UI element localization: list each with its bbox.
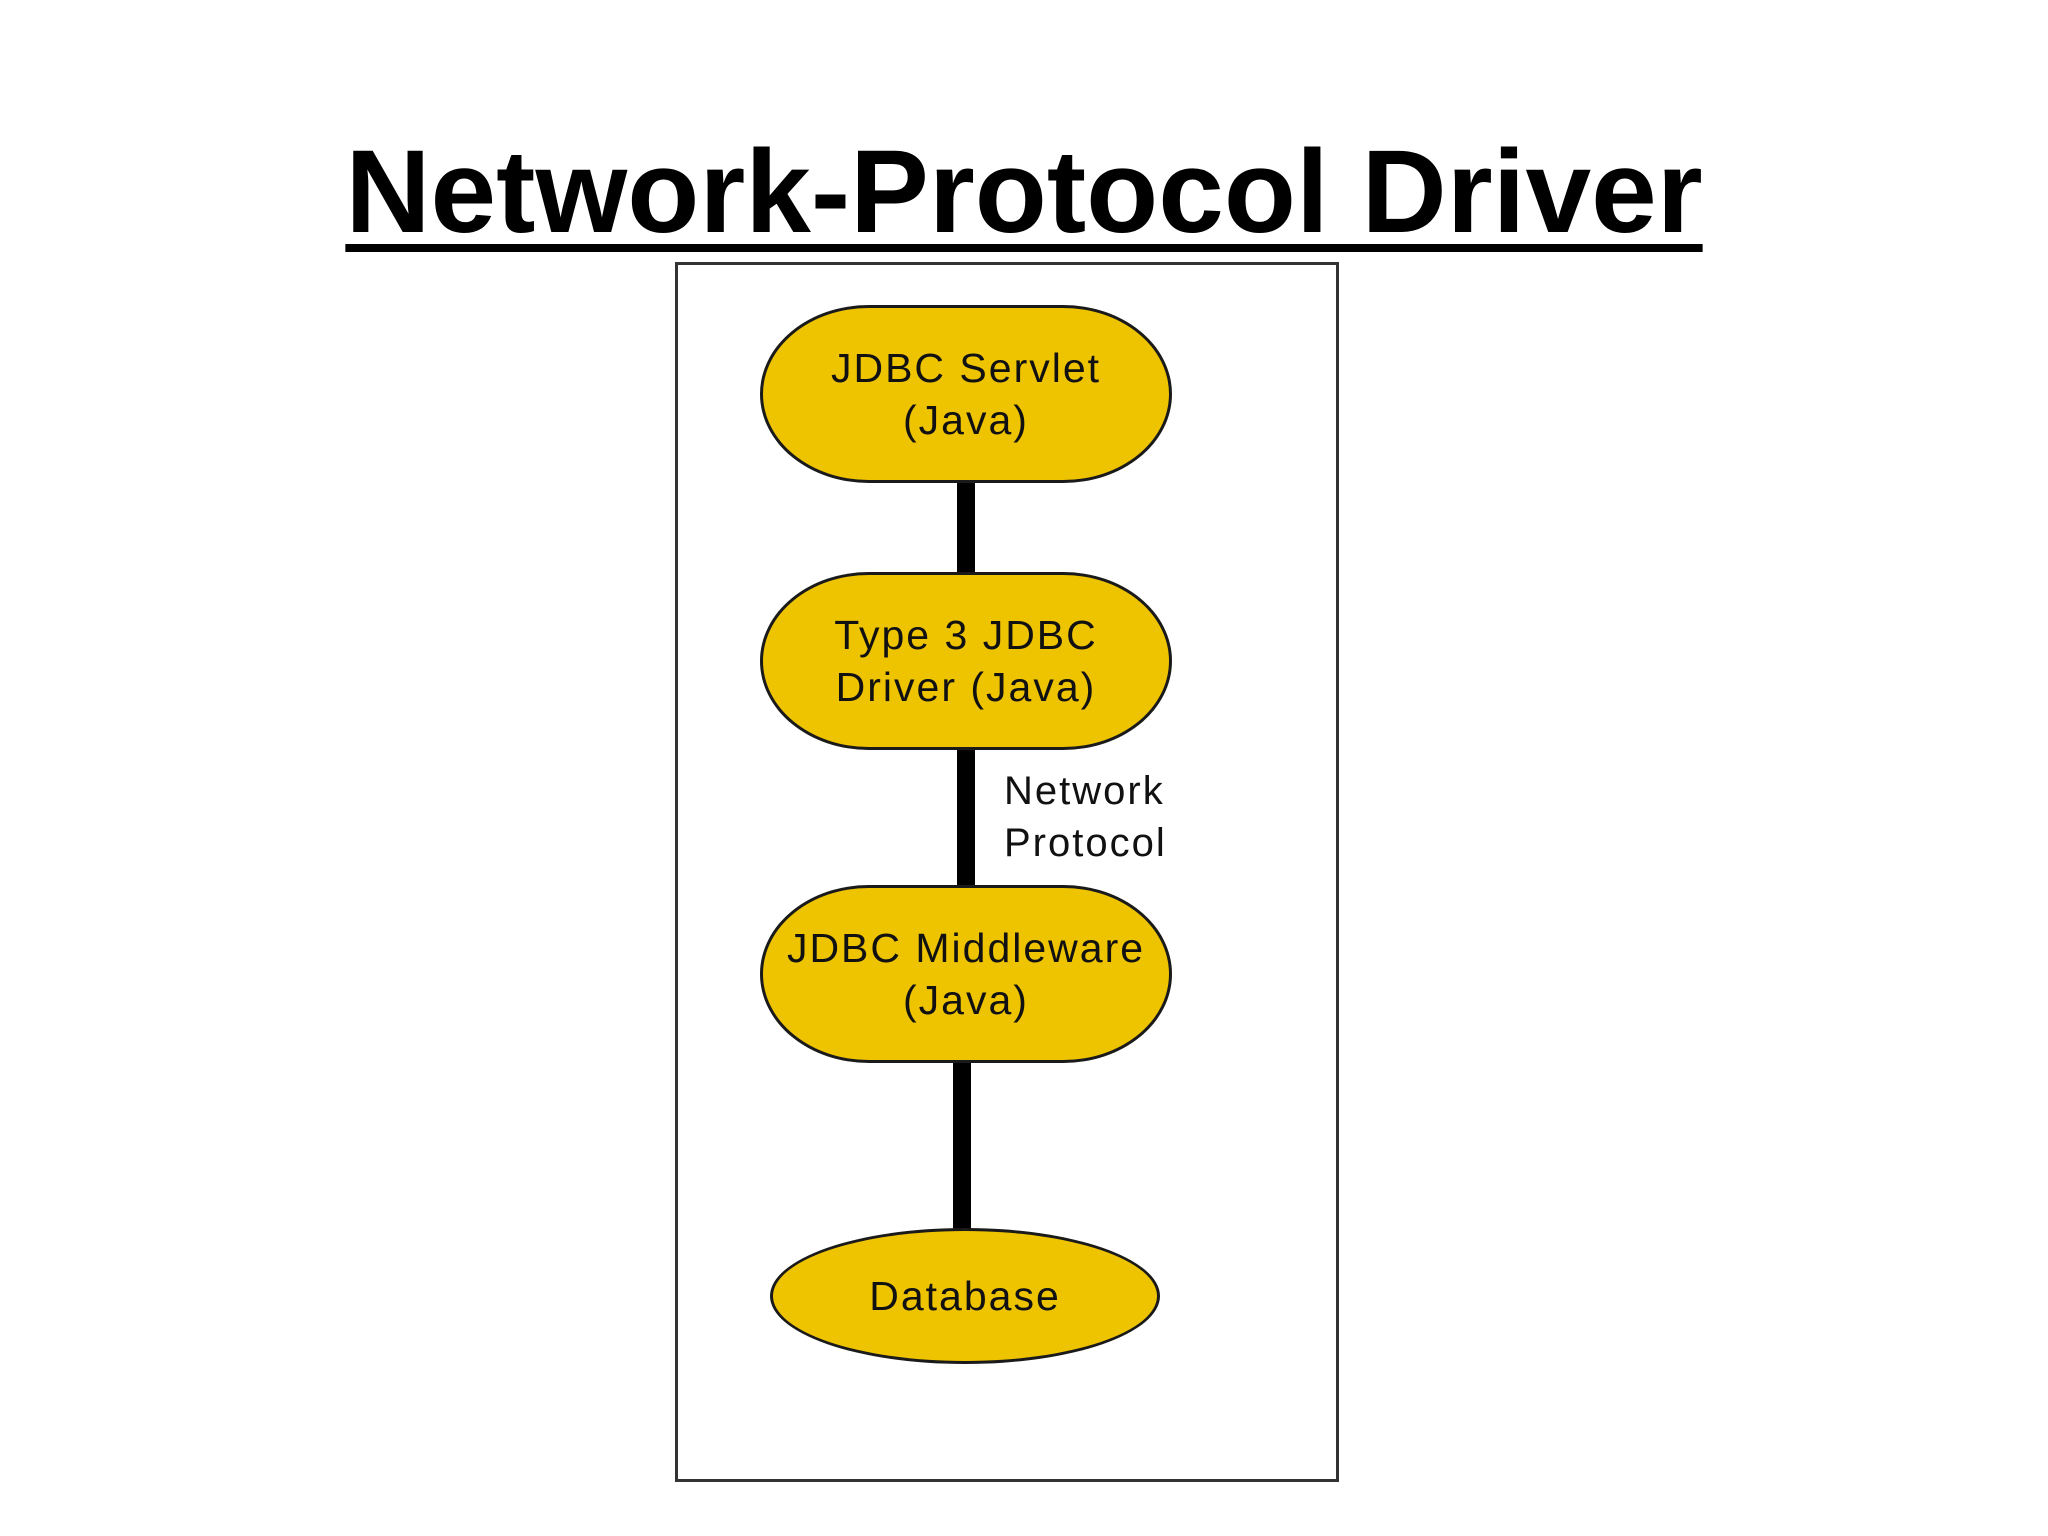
- node-type3-jdbc-driver: Type 3 JDBC Driver (Java): [760, 572, 1172, 750]
- node-jdbc-servlet: JDBC Servlet (Java): [760, 305, 1172, 483]
- edge-label-network-protocol: Network Protocol: [1004, 765, 1167, 869]
- node-jdbc-servlet-line-2: (Java): [903, 397, 1029, 443]
- node-jdbc-middleware-line-1: JDBC Middleware: [786, 925, 1146, 971]
- edge-label-line-2: Protocol: [1004, 821, 1167, 865]
- slide-title: Network-Protocol Driver: [345, 126, 1703, 258]
- connector-middleware-database: [953, 1060, 971, 1231]
- connector-driver-middleware: [957, 747, 975, 888]
- node-jdbc-middleware-line-2: (Java): [903, 977, 1029, 1023]
- node-jdbc-middleware: JDBC Middleware (Java): [760, 885, 1172, 1063]
- node-database-label: Database: [869, 1273, 1061, 1319]
- node-type3-jdbc-driver-line-2: Driver (Java): [835, 664, 1097, 710]
- node-database: Database: [770, 1228, 1160, 1364]
- edge-label-line-1: Network: [1004, 769, 1165, 813]
- node-type3-jdbc-driver-line-1: Type 3 JDBC: [834, 612, 1098, 658]
- node-jdbc-servlet-line-1: JDBC Servlet: [830, 345, 1102, 391]
- connector-servlet-driver: [957, 480, 975, 575]
